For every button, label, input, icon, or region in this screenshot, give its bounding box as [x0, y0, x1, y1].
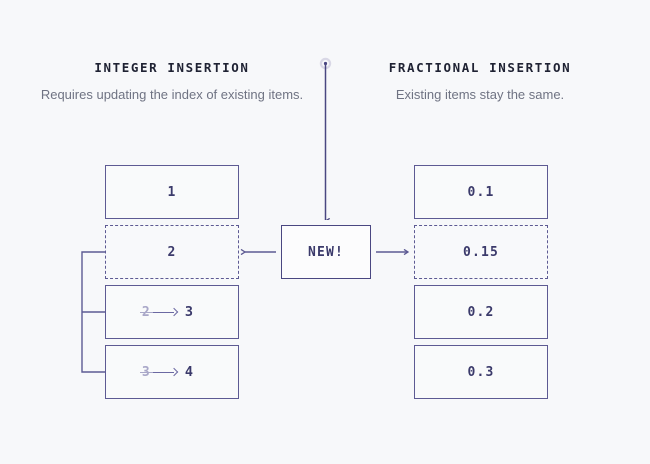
reindex-group: 2 3 — [139, 304, 195, 320]
reindex-arrow-icon — [152, 307, 179, 317]
new-item-label: NEW! — [307, 244, 345, 260]
list-item-right-1[interactable]: 0.1 — [414, 165, 548, 219]
old-index-value: 3 — [139, 364, 153, 380]
list-item-left-2-inserted[interactable]: 2 — [105, 225, 239, 279]
item-value: 0.15 — [462, 244, 500, 260]
column-title-integer: INTEGER INSERTION — [94, 60, 250, 75]
list-item-right-2-inserted[interactable]: 0.15 — [414, 225, 548, 279]
column-subtitle-integer: Requires updating the index of existing … — [40, 87, 304, 102]
item-value: 0.3 — [467, 364, 495, 380]
column-header-left: INTEGER INSERTION Requires updating the … — [22, 60, 322, 104]
list-item-left-3[interactable]: 2 3 — [105, 285, 239, 339]
reindex-arrow-icon — [152, 367, 179, 377]
item-value: 3 — [184, 304, 195, 320]
item-value: 0.2 — [467, 304, 495, 320]
old-index-value: 2 — [139, 304, 153, 320]
item-value: 4 — [184, 364, 195, 380]
new-item-box[interactable]: NEW! — [281, 225, 371, 279]
reindex-group: 3 4 — [139, 364, 195, 380]
list-item-left-4[interactable]: 3 4 — [105, 345, 239, 399]
column-header-right: FRACTIONAL INSERTION Existing items stay… — [330, 60, 630, 104]
source-dot — [319, 57, 332, 70]
item-value: 0.1 — [467, 184, 495, 200]
list-item-right-3[interactable]: 0.2 — [414, 285, 548, 339]
list-item-left-1[interactable]: 1 — [105, 165, 239, 219]
column-title-fractional: FRACTIONAL INSERTION — [388, 60, 572, 75]
list-item-right-4[interactable]: 0.3 — [414, 345, 548, 399]
column-subtitle-fractional: Existing items stay the same. — [395, 87, 565, 102]
item-value: 1 — [167, 184, 177, 200]
item-value: 2 — [167, 244, 177, 260]
